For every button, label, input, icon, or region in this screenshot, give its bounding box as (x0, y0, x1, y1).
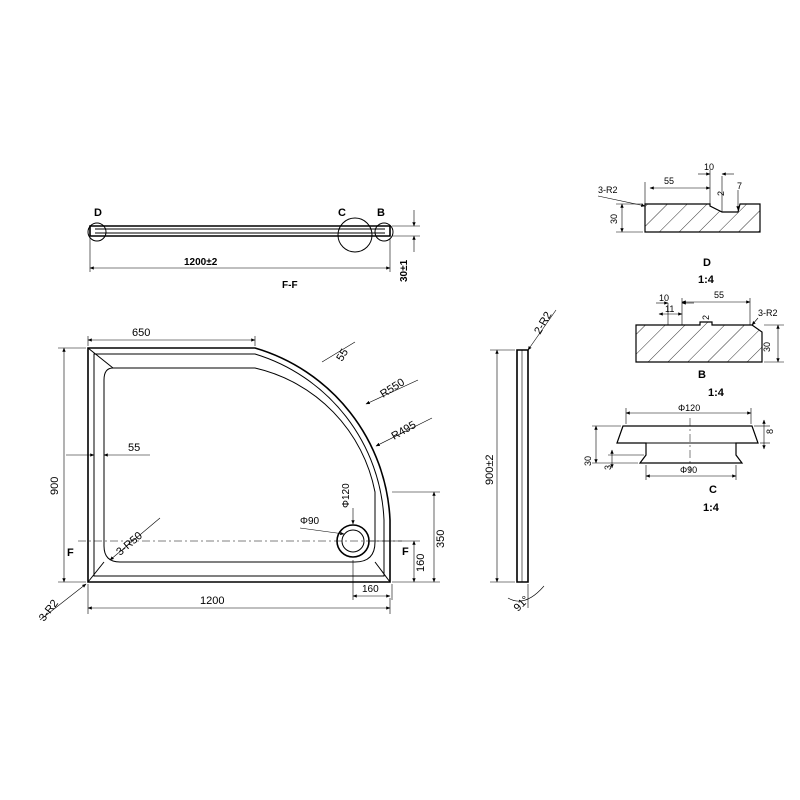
detail-b-dim-55: 55 (714, 290, 724, 300)
detail-b-scale: 1:4 (708, 387, 725, 399)
detail-d-callout-circle (87, 222, 107, 242)
dim-r550: R550 (378, 376, 407, 400)
dim-3r50: 3-R50 (114, 530, 145, 558)
side-dim-900: 900±2 (484, 454, 496, 485)
detail-c-dim-phi120: Φ120 (678, 403, 700, 413)
dim-1200: 1200 (200, 595, 224, 607)
detail-c-dim-3: 3 (603, 465, 613, 470)
side-dim-2r2: 2-R2 (532, 310, 554, 337)
detail-d-label: D (703, 257, 711, 269)
side-view: 900±2 2-R2 91° (484, 309, 557, 614)
detail-c-callout-circle (337, 217, 373, 253)
section-mark-c: C (338, 207, 346, 219)
detail-c-label: C (709, 484, 717, 496)
detail-d-dim-3r2: 3-R2 (598, 185, 618, 195)
section-mark-b: B (377, 207, 385, 219)
detail-b-label: B (698, 369, 706, 381)
detail-b-callout-circle (374, 222, 394, 242)
dim-650: 650 (132, 327, 150, 339)
dim-55-corner: 55 (334, 347, 351, 364)
dim-phi90: Φ90 (300, 516, 320, 527)
detail-d: 55 10 2 7 3-R2 30 D 1:4 (597, 162, 761, 286)
cut-mark-left: F (67, 547, 74, 559)
dim-r495: R495 (390, 419, 419, 443)
detail-c-dim-8: 8 (765, 429, 775, 434)
detail-b-dim-10: 10 (659, 293, 669, 303)
tray-basin (103, 367, 376, 563)
detail-d-dim-7: 7 (737, 181, 742, 191)
dim-350: 350 (435, 530, 447, 548)
section-ff-label: F-F (282, 280, 298, 291)
cut-mark-right: F (402, 546, 409, 558)
detail-b-dim-2: 2 (701, 315, 711, 320)
dim-900: 900 (49, 477, 61, 495)
dim-160-vertical: 160 (415, 554, 427, 572)
detail-d-scale: 1:4 (698, 274, 715, 286)
section-mark-d: D (94, 207, 102, 219)
detail-c-dim-phi90: Φ90 (680, 465, 697, 475)
detail-d-dim-2: 2 (716, 191, 726, 196)
dim-55-inner: 55 (128, 442, 140, 454)
tray-outline (87, 347, 391, 583)
dim-phi120: Φ120 (341, 483, 352, 508)
section-length-dimension: 1200±2 (184, 257, 218, 268)
detail-d-dim-30: 30 (609, 214, 619, 224)
section-height-dimension: 30±1 (399, 259, 410, 282)
detail-d-dim-10: 10 (704, 162, 714, 172)
dim-160-horizontal: 160 (362, 584, 379, 595)
detail-c-dim-30: 30 (583, 456, 593, 466)
detail-b-dim-11: 11 (665, 304, 674, 314)
section-ff-view: D C B 1200±2 30±1 F-F (87, 207, 420, 291)
dim-3r2: 3-R2 (37, 598, 61, 624)
detail-b: 10 55 11 2 3-R2 30 B 1:4 (635, 290, 784, 399)
plan-view: F F 650 55 R550 R495 900 55 Φ120 Φ90 (37, 327, 447, 624)
detail-c-scale: 1:4 (703, 502, 720, 514)
detail-c: Φ120 8 30 3 Φ90 C 1:4 (583, 403, 775, 514)
side-dim-angle: 91° (512, 594, 532, 614)
detail-d-dim-55: 55 (664, 176, 674, 186)
detail-b-dim-3r2: 3-R2 (758, 308, 778, 318)
tray-rim (93, 353, 385, 577)
detail-b-dim-30: 30 (762, 342, 772, 352)
